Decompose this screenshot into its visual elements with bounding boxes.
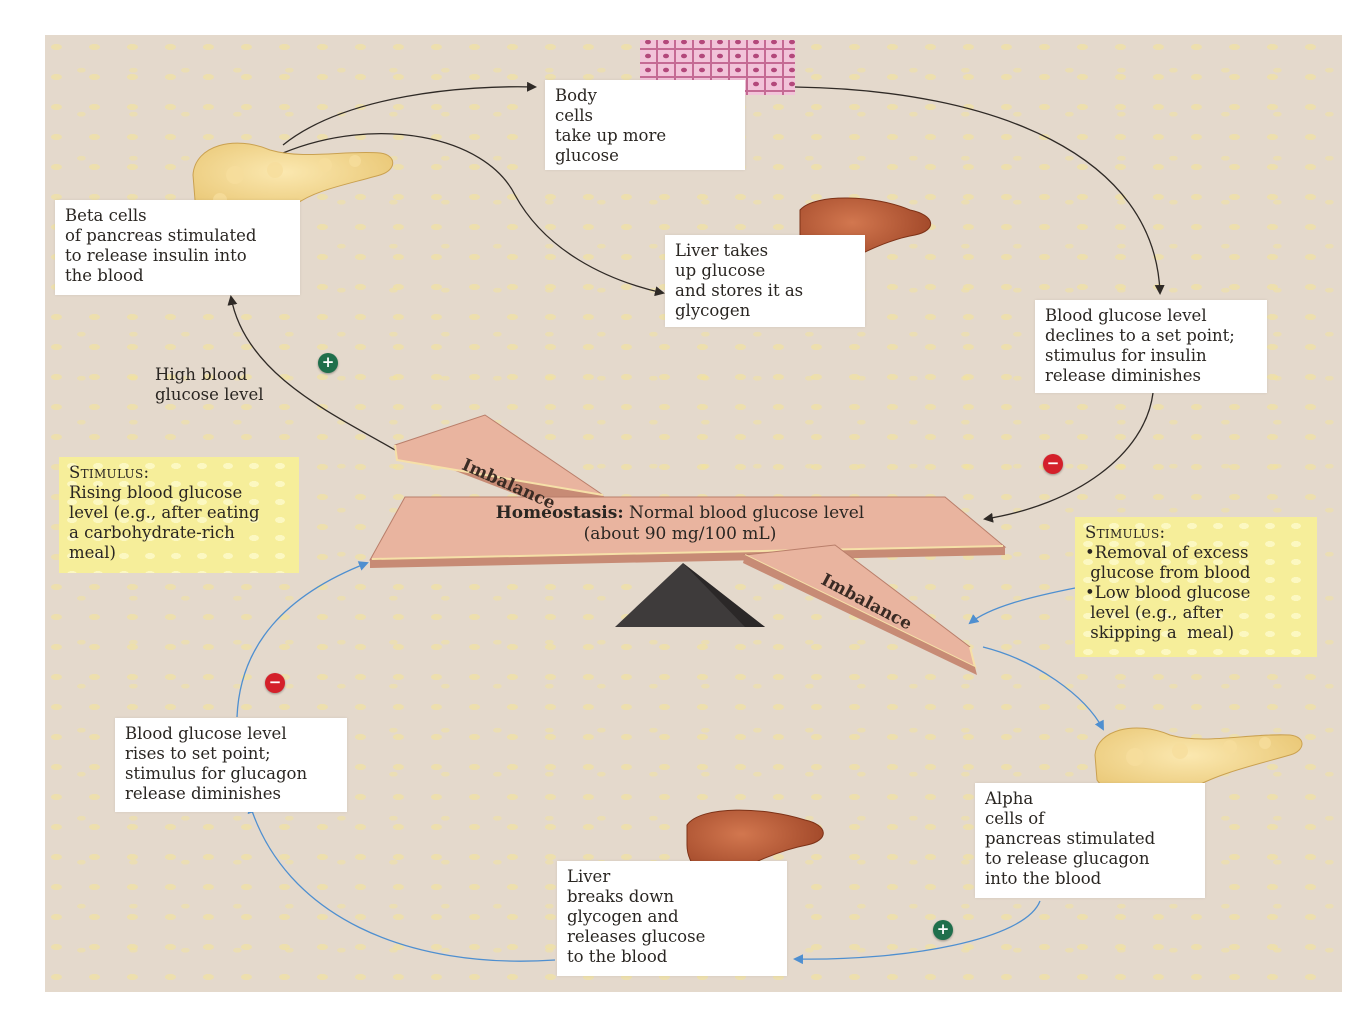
glucose-declines-line: Blood glucose level <box>1045 306 1207 325</box>
arrow-imbalance-to-beta-cells <box>227 295 396 451</box>
arrow-liver-to-glucose-rises <box>247 803 556 962</box>
liver-stores-line: and stores it as <box>675 281 804 300</box>
glucose-homeostasis-diagram: Imbalance Imbalance Homeostasis: Normal … <box>45 35 1342 992</box>
high-glucose-line: High blood <box>155 365 248 384</box>
body-cells-line: take up more <box>555 126 667 145</box>
arrow-stimulus-to-imbalance <box>968 587 1076 625</box>
liver-breaks-line: glycogen and <box>567 907 679 926</box>
liver-breaks-line: to the blood <box>567 947 668 966</box>
body-cells-box: Body cells take up more glucose <box>545 80 745 170</box>
homeostasis-value: (about 90 mg/100 mL) <box>583 524 777 544</box>
imbalance-plank-upper <box>393 414 605 513</box>
glucose-rises-line: release diminishes <box>125 784 282 803</box>
pancreas-illustration <box>1094 727 1303 798</box>
liver-breaks-line: releases glucose <box>567 927 706 946</box>
stimulus-line: meal) <box>69 543 116 562</box>
glucose-rises-line: stimulus for glucagon <box>125 764 308 783</box>
imbalance-plank-lower <box>743 544 977 675</box>
negative-feedback-icon: − <box>1043 454 1063 474</box>
body-cells-line: cells <box>555 106 594 125</box>
stimulus-line: a carbohydrate-rich <box>69 523 235 542</box>
stimulus-line: level (e.g., after eating <box>69 503 260 522</box>
arrow-glucose-decline-to-homeostasis <box>983 392 1154 523</box>
liver-breaks-line: Liver <box>567 867 611 886</box>
arrow-pancreas-to-body-cells <box>282 81 537 146</box>
body-cells-line: Body <box>555 86 597 105</box>
stimulus-line: glucose from blood <box>1085 563 1251 582</box>
liver-breaks-box: Liver breaks down glycogen and releases … <box>557 861 787 976</box>
glucose-rises-line: rises to set point; <box>125 744 271 763</box>
glucose-declines-line: release diminishes <box>1045 366 1202 385</box>
liver-breaks-line: breaks down <box>567 887 675 906</box>
arrow-cells-to-glucose-decline <box>794 86 1165 295</box>
arrow-alpha-to-liver <box>793 900 1041 965</box>
homeostasis-text: Normal blood glucose level <box>623 503 865 523</box>
glucose-declines-box: Blood glucose level declines to a set po… <box>1035 300 1267 393</box>
glucose-declines-line: declines to a set point; <box>1045 326 1235 345</box>
stimulus-line: skipping a meal) <box>1085 623 1235 642</box>
liver-stores-box: Liver takes up glucose and stores it as … <box>665 235 865 327</box>
beta-cells-line: Beta cells <box>65 206 147 225</box>
beta-cells-line: of pancreas stimulated <box>65 226 257 245</box>
alpha-cells-line: cells of <box>985 809 1045 828</box>
alpha-cells-line: to release glucagon <box>985 849 1150 868</box>
stimulus-line: level (e.g., after <box>1085 603 1223 622</box>
liver-stores-line: glycogen <box>675 301 751 320</box>
glucose-rises-line: Blood glucose level <box>125 724 287 743</box>
stimulus-heading: Stimulus: <box>69 463 150 482</box>
stimulus-rising-box: Stimulus: Rising blood glucose level (e.… <box>59 457 299 573</box>
alpha-cells-line: pancreas stimulated <box>985 829 1156 848</box>
beta-cells-line: the blood <box>65 266 144 285</box>
homeostasis-heading: Homeostasis: <box>495 503 624 523</box>
beta-cells-box: Beta cells of pancreas stimulated to rel… <box>55 200 300 295</box>
homeostasis-plank <box>369 496 1007 568</box>
high-glucose-label: High blood glucose level <box>155 365 264 405</box>
alpha-cells-line: Alpha <box>985 789 1034 808</box>
glucose-rises-box: Blood glucose level rises to set point; … <box>115 718 347 812</box>
negative-feedback-icon: − <box>265 673 285 693</box>
arrow-pancreas-to-liver <box>282 132 665 297</box>
positive-feedback-icon: + <box>318 353 338 373</box>
beta-cells-line: to release insulin into <box>65 246 247 265</box>
seesaw-fulcrum <box>615 563 765 627</box>
liver-stores-line: Liver takes <box>675 241 769 260</box>
alpha-cells-box: Alpha cells of pancreas stimulated to re… <box>975 783 1205 898</box>
stimulus-line: Rising blood glucose <box>69 483 243 502</box>
stimulus-line: •Low blood glucose <box>1085 583 1251 602</box>
stimulus-line: •Removal of excess <box>1085 543 1249 562</box>
liver-stores-line: up glucose <box>675 261 766 280</box>
body-cells-line: glucose <box>555 146 619 165</box>
alpha-cells-line: into the blood <box>985 869 1102 888</box>
stimulus-low-box: Stimulus: •Removal of excess glucose fro… <box>1075 517 1317 657</box>
arrow-glucose-rises-to-homeostasis <box>236 561 369 718</box>
homeostasis-label: Homeostasis: Normal blood glucose level … <box>420 503 940 545</box>
high-glucose-line: glucose level <box>155 385 264 404</box>
pancreas-illustration <box>192 142 394 217</box>
arrow-imbalance-to-alpha-cells <box>982 646 1104 731</box>
positive-feedback-icon: + <box>933 920 953 940</box>
glucose-declines-line: stimulus for insulin <box>1045 346 1207 365</box>
stimulus-heading: Stimulus: <box>1085 523 1166 542</box>
